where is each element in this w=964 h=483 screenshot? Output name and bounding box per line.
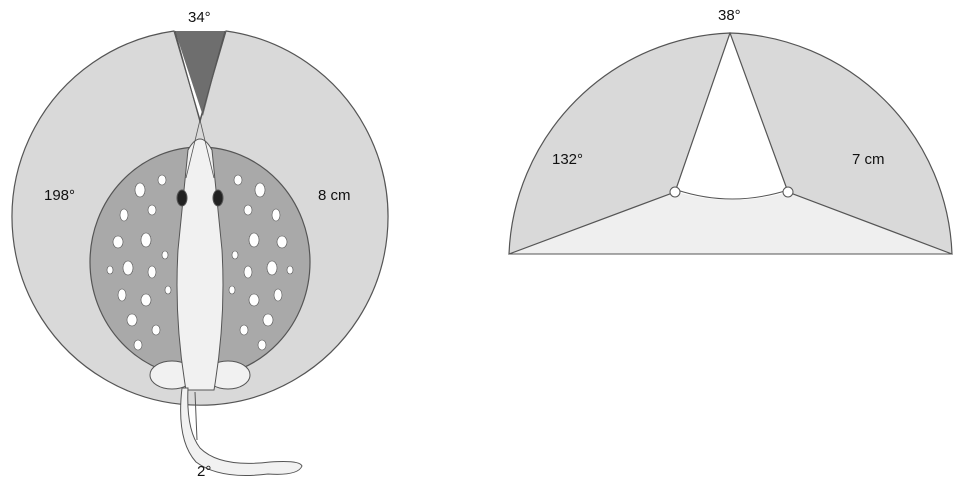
label-blind-angle-rear: 2° bbox=[197, 463, 211, 480]
front-view-panel: 38° 132° 7 cm bbox=[509, 7, 952, 254]
disc-spot bbox=[148, 266, 156, 278]
disc-spot bbox=[134, 340, 142, 350]
disc-spot bbox=[148, 205, 156, 215]
disc-spot bbox=[249, 233, 259, 247]
disc-spot bbox=[118, 289, 126, 301]
disc-spot bbox=[141, 294, 151, 306]
disc-spot bbox=[152, 325, 160, 335]
disc-spot bbox=[162, 251, 168, 259]
eye-right-front bbox=[783, 187, 793, 197]
label-radius-front: 7 cm bbox=[852, 151, 885, 168]
eye-left bbox=[177, 190, 187, 206]
disc-spot bbox=[272, 209, 280, 221]
label-visual-field-angle: 198° bbox=[44, 187, 75, 204]
label-radius: 8 cm bbox=[318, 187, 351, 204]
disc-spot bbox=[120, 209, 128, 221]
disc-spot bbox=[232, 251, 238, 259]
disc-spot bbox=[249, 294, 259, 306]
disc-spot bbox=[244, 266, 252, 278]
disc-spot bbox=[287, 266, 293, 274]
disc-spot bbox=[263, 314, 273, 326]
disc-spot bbox=[107, 266, 113, 274]
label-blind-angle-front: 34° bbox=[188, 9, 211, 26]
disc-spot bbox=[165, 286, 171, 294]
disc-spot bbox=[158, 175, 166, 185]
disc-spot bbox=[229, 286, 235, 294]
disc-spot bbox=[267, 261, 277, 275]
disc-spot bbox=[113, 236, 123, 248]
disc-spot bbox=[240, 325, 248, 335]
label-blind-angle-top: 38° bbox=[718, 7, 741, 24]
disc-spot bbox=[244, 205, 252, 215]
eye-left-front bbox=[670, 187, 680, 197]
disc-spot bbox=[274, 289, 282, 301]
eye-right bbox=[213, 190, 223, 206]
label-visual-field-angle-front: 132° bbox=[552, 151, 583, 168]
disc-spot bbox=[258, 340, 266, 350]
disc-spot bbox=[255, 183, 265, 197]
disc-spot bbox=[277, 236, 287, 248]
disc-spot bbox=[141, 233, 151, 247]
disc-spot bbox=[135, 183, 145, 197]
top-view-panel: 34° 198° 8 cm 2° bbox=[12, 9, 388, 480]
disc-spot bbox=[127, 314, 137, 326]
disc-spot bbox=[234, 175, 242, 185]
disc-spot bbox=[123, 261, 133, 275]
